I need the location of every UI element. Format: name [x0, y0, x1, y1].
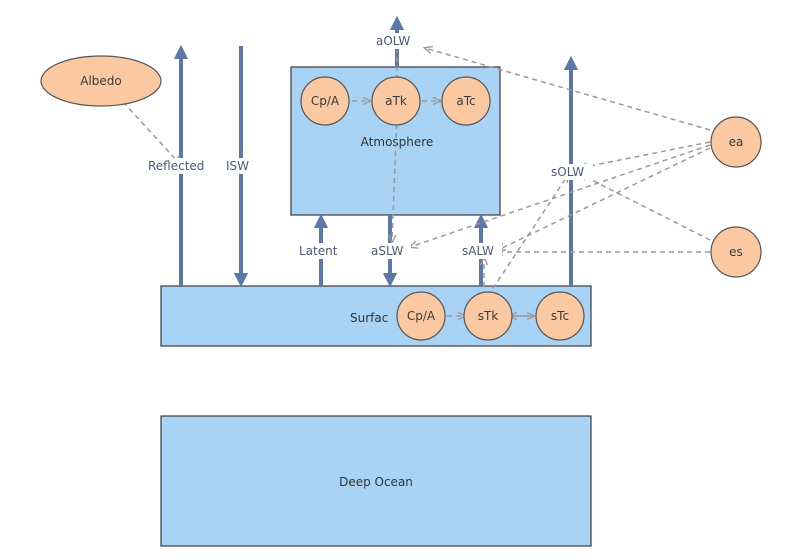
- albedo-node[interactable]: Albedo: [40, 55, 162, 107]
- svg-text:Cp/A: Cp/A: [311, 94, 340, 108]
- srf-cpa-node[interactable]: Cp/A: [396, 291, 446, 341]
- atm-cpa-node[interactable]: Cp/A: [300, 76, 350, 126]
- atm-tk-node[interactable]: aTk: [371, 76, 421, 126]
- es-node[interactable]: es: [710, 226, 762, 278]
- reflected-label: Reflected: [146, 158, 216, 174]
- svg-text:aTk: aTk: [385, 94, 407, 108]
- latent-label: Latent: [296, 243, 346, 259]
- salw-label: sALW: [460, 243, 502, 259]
- svg-text:Cp/A: Cp/A: [407, 309, 436, 323]
- svg-text:Latent: Latent: [299, 244, 338, 258]
- svg-text:sTc: sTc: [551, 309, 569, 323]
- isw-label: ISW: [223, 158, 257, 174]
- deep-ocean-label: Deep Ocean: [339, 475, 413, 489]
- aslw-label: aSLW: [369, 243, 411, 259]
- svg-text:Albedo: Albedo: [80, 74, 122, 88]
- solw-label: sOLW: [549, 164, 593, 180]
- svg-text:es: es: [729, 245, 743, 259]
- atm-tc-node[interactable]: aTc: [441, 76, 491, 126]
- svg-text:sTk: sTk: [478, 309, 499, 323]
- srf-tk-node[interactable]: sTk: [463, 291, 513, 341]
- svg-text:ea: ea: [729, 135, 744, 149]
- atmosphere-label: Atmosphere: [361, 135, 434, 149]
- svg-text:aSLW: aSLW: [371, 244, 404, 258]
- svg-text:aTc: aTc: [456, 94, 475, 108]
- svg-text:ISW: ISW: [226, 159, 249, 173]
- svg-text:sALW: sALW: [462, 244, 494, 258]
- srf-tc-node[interactable]: sTc: [535, 291, 585, 341]
- aolw-label: aOLW: [374, 33, 420, 49]
- deep-ocean-box[interactable]: Deep Ocean: [160, 415, 592, 547]
- ea-node[interactable]: ea: [710, 116, 762, 168]
- svg-text:Reflected: Reflected: [148, 159, 204, 173]
- svg-text:aOLW: aOLW: [376, 34, 410, 48]
- svg-text:sOLW: sOLW: [551, 165, 584, 179]
- influence-links: [122, 48, 711, 316]
- surface-label: Surfac: [350, 311, 388, 325]
